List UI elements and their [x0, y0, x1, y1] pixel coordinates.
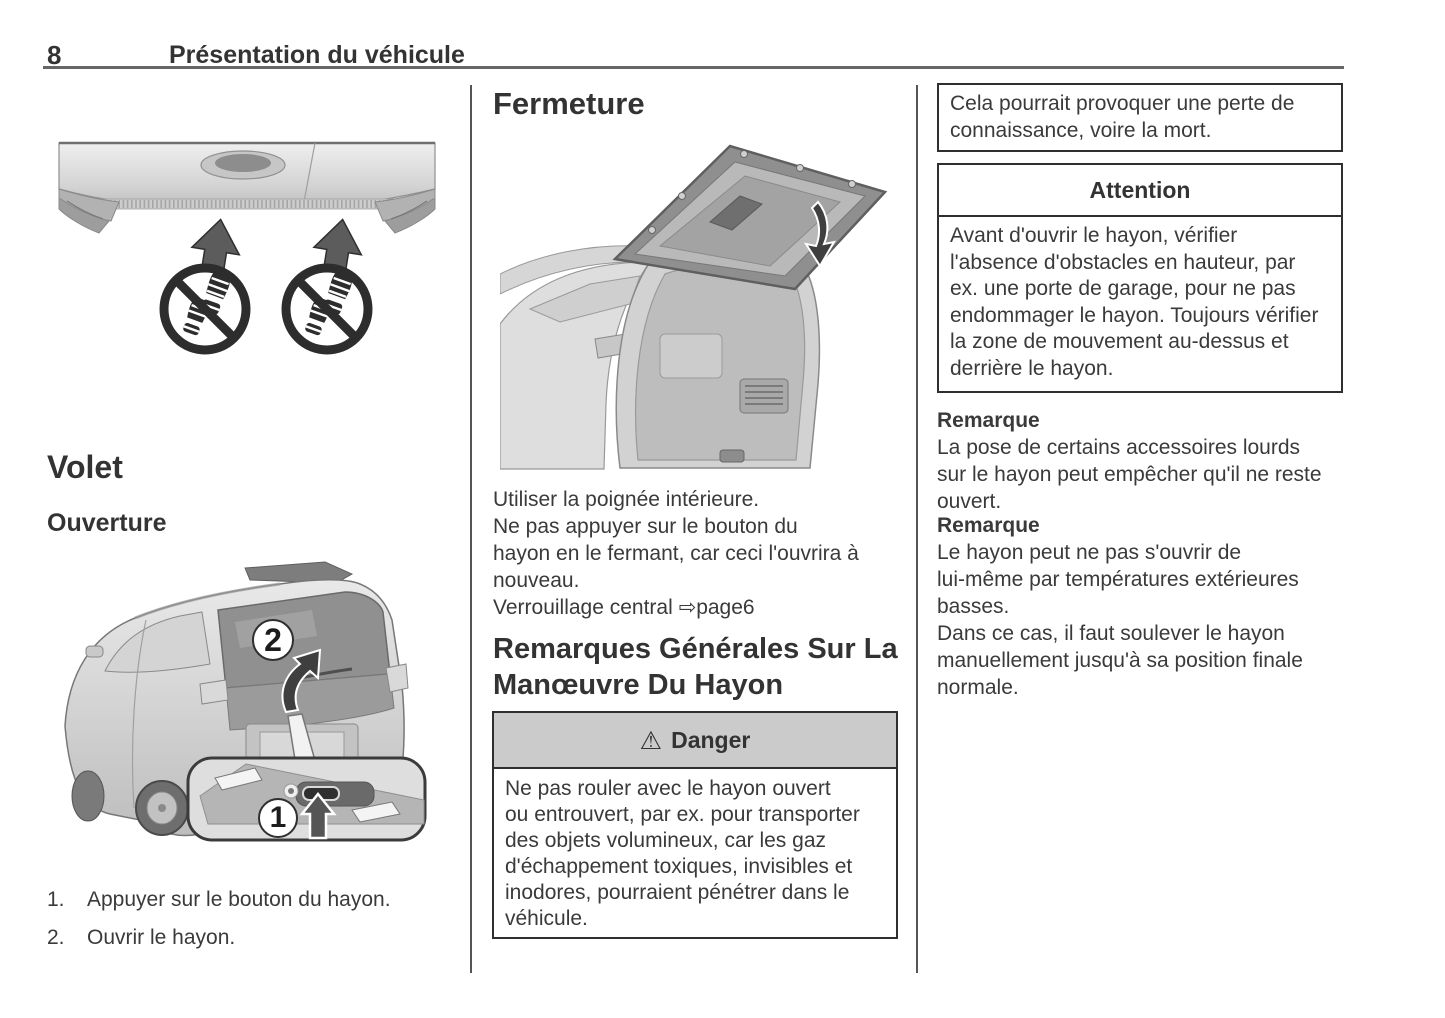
attention-box-header: Attention — [939, 165, 1341, 217]
column-separator-left — [470, 85, 472, 973]
rear-view-illustration: 2 1 — [50, 556, 450, 866]
remark-label: Remarque — [937, 514, 1040, 537]
remark-text: Le hayon peut ne pas s'ouvrir de lui-mêm… — [937, 541, 1303, 699]
no-step-bumper-illustration — [58, 141, 436, 361]
remark-label: Remarque — [937, 409, 1040, 432]
remarques-generales-heading: Remarques Générales Sur La Manœuvre Du H… — [493, 633, 898, 701]
danger-box: ⚠ Danger Ne pas rouler avec le hayon ouv… — [492, 711, 898, 939]
step-item: 2. Ouvrir le hayon. — [47, 924, 467, 951]
column-separator-right — [916, 85, 918, 973]
danger-box-title: Danger — [671, 726, 751, 753]
ouverture-heading: Ouverture — [47, 509, 167, 537]
page-number: 8 — [47, 40, 62, 70]
tailgate-open-illustration — [500, 144, 888, 470]
warning-continuation-text: Cela pourrait provoquer une perte de con… — [950, 92, 1295, 142]
step-text: Appuyer sur le bouton du hayon. — [87, 888, 391, 911]
chapter-title: Présentation du véhicule — [169, 41, 465, 69]
step-list: 1. Appuyer sur le bouton du hayon. 2. Ou… — [47, 886, 467, 962]
callout-1-badge: 1 — [258, 798, 298, 838]
cross-reference: Verrouillage central ⇨page6 — [493, 596, 755, 619]
rear-view-drawing — [64, 561, 427, 842]
step-item: 1. Appuyer sur le bouton du hayon. — [47, 886, 467, 913]
close-direction-arrow-icon — [803, 200, 836, 268]
fermeture-heading: Fermeture — [493, 86, 645, 121]
volet-heading: Volet — [47, 449, 123, 485]
warning-triangle-icon: ⚠ — [639, 725, 663, 755]
step-number: 2. — [47, 926, 65, 949]
header-rule — [43, 66, 1344, 69]
danger-box-body: Ne pas rouler avec le hayon ouvert ou en… — [505, 777, 860, 930]
danger-box-header: ⚠ Danger — [494, 713, 896, 769]
press-button-arrow-icon — [299, 791, 337, 840]
open-direction-arrow-icon — [281, 648, 322, 714]
attention-box-body: Avant d'ouvrir le hayon, vérifier l'abse… — [950, 224, 1319, 380]
remark-text: La pose de certains accessoires lourds s… — [937, 436, 1322, 513]
closing-instructions-paragraph: Utiliser la poignée intérieure. Ne pas a… — [493, 488, 859, 592]
no-step-icon — [164, 267, 246, 350]
warning-continuation-box: Cela pourrait provoquer une perte de con… — [937, 83, 1343, 152]
callout-2-badge: 2 — [252, 619, 294, 661]
step-text: Ouvrir le hayon. — [87, 926, 236, 949]
attention-box: Attention Avant d'ouvrir le hayon, vérif… — [937, 163, 1343, 393]
page-header: 8 Présentation du véhicule — [0, 0, 1445, 70]
attention-box-title: Attention — [1089, 176, 1191, 203]
no-step-icon — [286, 267, 368, 350]
step-number: 1. — [47, 888, 65, 911]
